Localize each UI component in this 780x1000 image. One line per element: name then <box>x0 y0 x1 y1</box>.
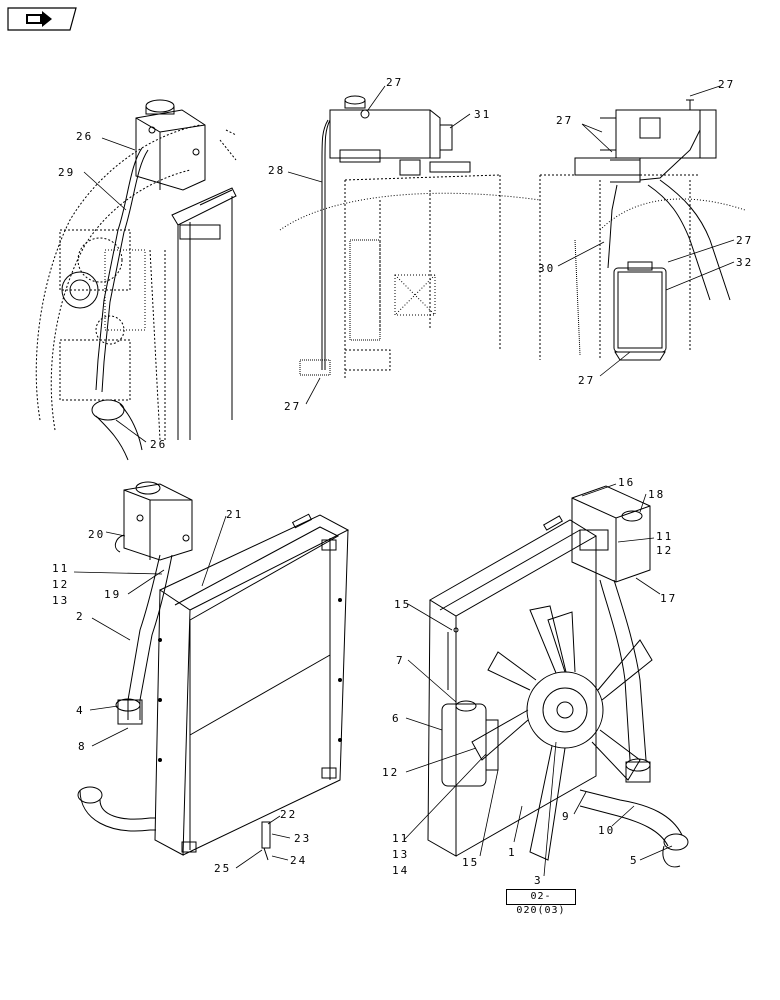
callout-22: 22 <box>280 808 297 821</box>
callout-12: 12 <box>656 544 673 557</box>
section-reference-link[interactable]: 02-020(03) <box>506 889 576 916</box>
callout-29: 29 <box>58 166 75 179</box>
callout-26: 26 <box>76 130 93 143</box>
callout-2: 2 <box>76 610 85 623</box>
callout-3: 3 <box>534 874 543 887</box>
callout-8: 8 <box>78 740 87 753</box>
callout-1: 1 <box>508 846 517 859</box>
callout-27: 27 <box>718 78 735 91</box>
view-3-reservoir <box>539 99 746 361</box>
callout-18: 18 <box>648 488 665 501</box>
callout-12: 12 <box>52 578 69 591</box>
callout-21: 21 <box>226 508 243 521</box>
callout-30: 30 <box>538 262 555 275</box>
view-4-radiator-assembly-rear <box>77 481 350 861</box>
callout-16: 16 <box>618 476 635 489</box>
callout-26: 26 <box>150 438 167 451</box>
leader-lines <box>73 85 735 877</box>
callout-11: 11 <box>52 562 69 575</box>
callout-10: 10 <box>598 824 615 837</box>
callout-5: 5 <box>630 854 639 867</box>
callout-27: 27 <box>578 374 595 387</box>
callout-15: 15 <box>462 856 479 869</box>
callout-14: 14 <box>392 864 409 877</box>
callout-17: 17 <box>660 592 677 605</box>
callout-27: 27 <box>386 76 403 89</box>
callout-12: 12 <box>382 766 399 779</box>
callout-7: 7 <box>396 654 405 667</box>
callout-20: 20 <box>88 528 105 541</box>
callout-13: 13 <box>52 594 69 607</box>
callout-labels: 26 29 26 27 31 28 27 27 27 27 32 30 27 2… <box>52 76 753 887</box>
callout-11: 11 <box>392 832 409 845</box>
callout-27: 27 <box>736 234 753 247</box>
callout-23: 23 <box>294 832 311 845</box>
view-1-engine-side <box>35 99 237 461</box>
callout-25: 25 <box>214 862 231 875</box>
callout-4: 4 <box>76 704 85 717</box>
callout-9: 9 <box>562 810 571 823</box>
callout-11: 11 <box>656 530 673 543</box>
callout-15: 15 <box>394 598 411 611</box>
callout-27: 27 <box>556 114 573 127</box>
navigation-arrow-icon[interactable] <box>6 6 78 32</box>
callout-31: 31 <box>474 108 491 121</box>
callout-24: 24 <box>290 854 307 867</box>
view-2-radiator-top <box>279 95 541 380</box>
callout-19: 19 <box>104 588 121 601</box>
callout-6: 6 <box>392 712 401 725</box>
callout-32: 32 <box>736 256 753 269</box>
callout-28: 28 <box>268 164 285 177</box>
view-5-radiator-assembly-fan <box>427 485 689 868</box>
callout-13: 13 <box>392 848 409 861</box>
callout-27: 27 <box>284 400 301 413</box>
